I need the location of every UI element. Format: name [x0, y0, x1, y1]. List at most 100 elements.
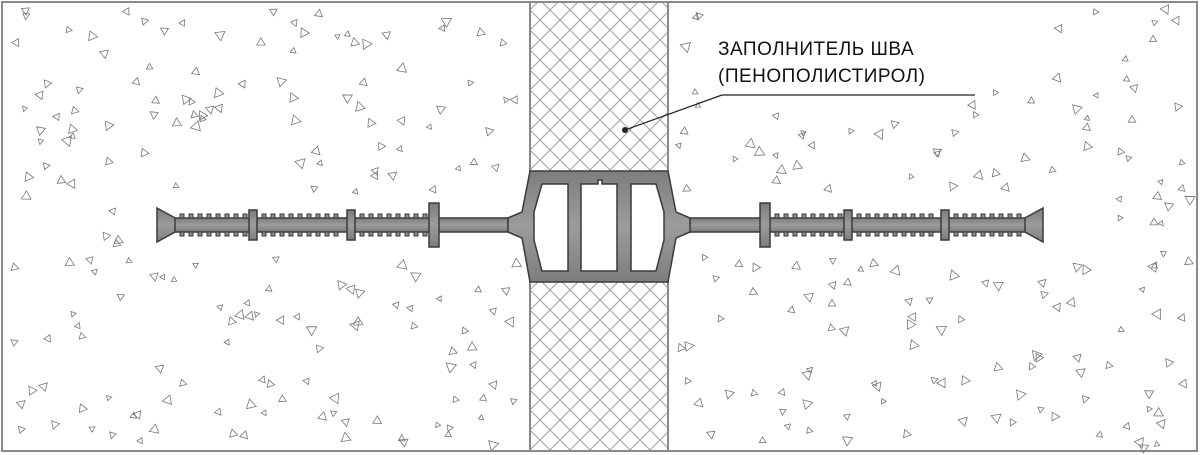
aggregate-mark [1020, 152, 1031, 163]
aggregate-mark [777, 387, 786, 397]
aggregate-mark [783, 423, 792, 431]
aggregate-mark [478, 393, 488, 402]
serration-tooth [980, 213, 986, 219]
aggregate-mark [151, 95, 161, 104]
aggregate-mark [448, 346, 458, 356]
aggregate-mark [406, 304, 414, 313]
aggregate-mark [906, 319, 917, 331]
aggregate-mark [1117, 214, 1124, 222]
aggregate-mark [499, 38, 508, 47]
aggregate-mark [440, 18, 453, 29]
aggregate-mark [68, 132, 76, 140]
aggregate-mark [842, 436, 854, 447]
aggregate-mark [438, 24, 446, 33]
aggregate-mark [317, 410, 328, 421]
aggregate-mark [724, 389, 736, 400]
aggregate-mark [260, 409, 267, 417]
serration-tooth [270, 213, 276, 219]
aggregate-mark [485, 127, 495, 137]
serration-tooth [288, 213, 294, 219]
aggregate-mark [310, 185, 319, 194]
aggregate-mark [807, 141, 815, 150]
serration-tooth [279, 213, 285, 219]
serration-tooth [324, 213, 330, 219]
aggregate-mark [1053, 23, 1063, 34]
aggregate-mark [121, 6, 130, 16]
serration-tooth [224, 231, 230, 237]
serration-tooth [883, 213, 889, 219]
aggregate-mark [827, 298, 837, 307]
waterstop-profile [156, 170, 1044, 283]
aggregate-mark [216, 304, 224, 312]
aggregate-mark [37, 138, 45, 146]
aggregate-mark [1000, 182, 1010, 192]
aggregate-mark [801, 370, 813, 381]
aggregate-mark [289, 92, 300, 103]
aggregate-mark [842, 277, 852, 286]
aggregate-mark [791, 260, 802, 270]
serration-tooth [865, 213, 871, 219]
aggregate-mark [930, 376, 939, 385]
serration-tooth [359, 231, 365, 237]
serration-tooth [215, 231, 221, 237]
aggregate-mark [1092, 8, 1100, 16]
aggregate-mark [890, 120, 900, 130]
serration-tooth [206, 213, 212, 219]
aggregate-mark [1081, 122, 1091, 132]
aggregate-mark [682, 183, 692, 192]
aggregate-mark [1027, 96, 1036, 104]
aggregate-mark [358, 77, 368, 87]
serration-tooth [901, 231, 907, 237]
aggregate-mark [1149, 34, 1158, 42]
aggregate-mark [51, 420, 61, 430]
serration-tooth [892, 213, 898, 219]
aggregate-mark [387, 171, 398, 181]
aggregate-mark [873, 128, 884, 140]
aggregate-mark [140, 147, 150, 158]
aggregate-mark [1164, 202, 1175, 212]
aggregate-mark [848, 127, 855, 135]
aggregate-mark [315, 344, 325, 354]
aggregate-mark [289, 18, 298, 28]
aggregate-mark [461, 326, 470, 335]
aggregate-mark [35, 126, 47, 137]
aggregate-mark [1150, 261, 1159, 269]
aggregate-mark [204, 105, 215, 115]
aggregate-mark [1040, 290, 1049, 300]
serration-tooth [377, 213, 383, 219]
aggregate-mark [909, 339, 920, 351]
aggregate-mark [1051, 411, 1061, 422]
aggregate-mark [65, 178, 76, 190]
aggregate-mark [70, 310, 77, 318]
aggregate-mark [355, 100, 366, 112]
aggregate-mark [503, 316, 515, 328]
aggregate-mark [125, 256, 133, 264]
aggregate-mark [294, 158, 306, 170]
aggregate-mark [425, 123, 432, 130]
aggregate-mark [802, 399, 814, 411]
aggregate-mark [395, 62, 408, 73]
aggregate-mark [70, 105, 80, 115]
aggregate-mark [1037, 278, 1047, 289]
aggregate-mark [1184, 196, 1196, 206]
aggregate-mark [445, 362, 458, 374]
serration-tooth [837, 213, 843, 219]
aggregate-mark [42, 333, 51, 343]
aggregate-mark [961, 374, 971, 386]
aggregate-mark [381, 31, 391, 41]
aggregate-mark [1177, 183, 1186, 192]
aggregate-mark [397, 433, 406, 442]
aggregate-mark [1095, 430, 1104, 438]
aggregate-mark [993, 361, 1004, 372]
aggregate-mark [243, 299, 251, 307]
aggregate-mark [1178, 158, 1186, 166]
aggregate-mark [1121, 55, 1129, 62]
aggregate-mark [435, 421, 442, 429]
aggregate-mark [792, 159, 804, 170]
aggregate-mark [64, 256, 76, 267]
serration-tooth [233, 213, 239, 219]
aggregate-mark [1071, 104, 1083, 116]
aggregate-mark [112, 238, 122, 248]
serration-tooth [998, 213, 1004, 219]
aggregate-mark [476, 26, 487, 37]
